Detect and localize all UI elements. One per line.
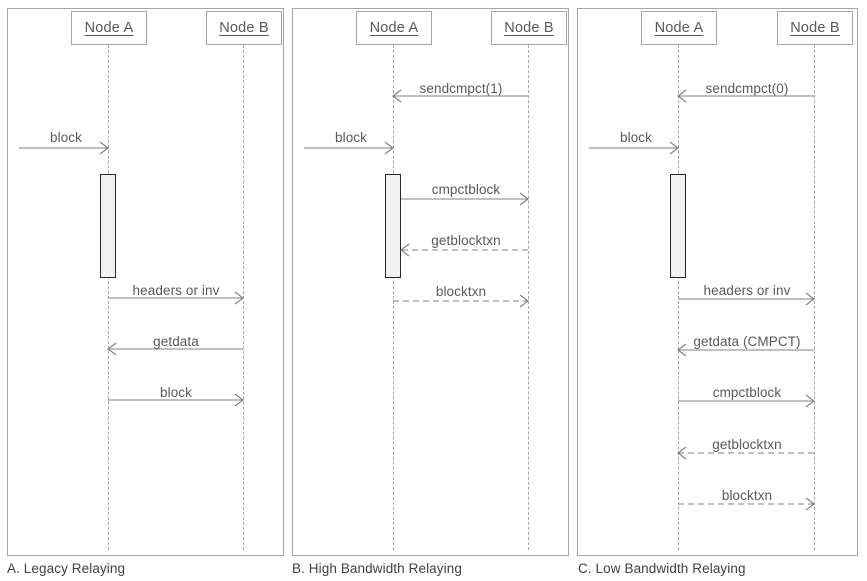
activation-bar-node-a (670, 174, 686, 278)
node-label-b: Node B (790, 20, 840, 36)
caption-panel-c: C. Low Bandwidth Relaying (578, 561, 746, 576)
message-label-getdata: getdata (153, 334, 199, 349)
node-box-b: Node B (777, 11, 853, 45)
message-label-sendcmpct: sendcmpct(0) (705, 81, 789, 96)
message-label-getblocktxn: getblocktxn (712, 437, 782, 452)
caption-panel-b: B. High Bandwidth Relaying (292, 561, 462, 576)
panel-low-bandwidth-relaying: Node A Node B sendcmpct(0) block headers… (577, 8, 858, 556)
message-label-cmpctblock: cmpctblock (431, 182, 501, 197)
lifeline-node-b (814, 45, 815, 550)
message-label-block-out: block (159, 385, 193, 400)
activation-bar-node-a (385, 174, 401, 278)
message-label-headers-or-inv: headers or inv (703, 283, 791, 298)
node-label-a: Node A (369, 20, 419, 36)
node-label-a: Node A (654, 20, 704, 36)
node-label-b: Node B (504, 20, 554, 36)
activation-bar-node-a (100, 174, 116, 278)
node-box-a: Node A (71, 11, 147, 45)
node-label-b: Node B (219, 20, 269, 36)
lifeline-node-b (528, 45, 529, 550)
panel-high-bandwidth-relaying: Node A Node B sendcmpct(1) block cmpctbl… (292, 8, 569, 556)
lifeline-node-a (678, 45, 679, 550)
node-box-b: Node B (491, 11, 567, 45)
node-box-b: Node B (206, 11, 282, 45)
lifeline-node-a (108, 45, 109, 550)
caption-panel-a: A. Legacy Relaying (7, 561, 126, 576)
panel-legacy-relaying: Node A Node B block headers or inv getda… (7, 8, 284, 556)
lifeline-node-a (393, 45, 394, 550)
message-label-getblocktxn: getblocktxn (431, 233, 501, 248)
message-label-cmpctblock: cmpctblock (712, 385, 782, 400)
message-label-getdata-cmpct: getdata (CMPCT) (693, 334, 801, 349)
message-label-blocktxn: blocktxn (721, 488, 773, 503)
lifeline-node-b (243, 45, 244, 550)
node-box-a: Node A (356, 11, 432, 45)
node-label-a: Node A (84, 20, 134, 36)
node-box-a: Node A (641, 11, 717, 45)
message-label-block-in: block (49, 130, 83, 145)
message-label-block-in: block (334, 130, 368, 145)
message-label-sendcmpct: sendcmpct(1) (419, 81, 503, 96)
message-label-blocktxn: blocktxn (435, 284, 487, 299)
message-label-block-in: block (619, 130, 653, 145)
message-label-headers-or-inv: headers or inv (132, 283, 220, 298)
